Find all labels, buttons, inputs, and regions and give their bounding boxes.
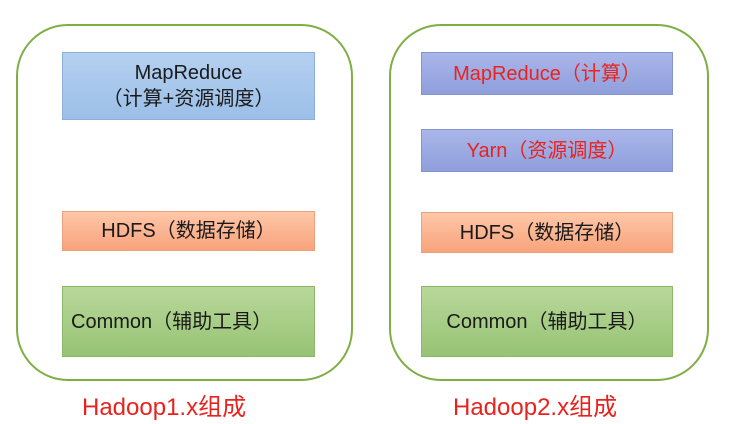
hadoop1-hdfs-label: HDFS（数据存储） bbox=[101, 220, 276, 242]
hadoop1-mapreduce-block: MapReduce （计算+资源调度） bbox=[62, 52, 315, 120]
hadoop1-caption: Hadoop1.x组成 bbox=[82, 394, 247, 421]
hadoop2-caption: Hadoop2.x组成 bbox=[453, 394, 618, 421]
hadoop1-common-label: Common（辅助工具） bbox=[71, 310, 273, 333]
hadoop2-hdfs-block: HDFS（数据存储） bbox=[421, 212, 673, 253]
hadoop1-common-block: Common（辅助工具） bbox=[62, 286, 315, 357]
hadoop2-yarn-block: Yarn（资源调度） bbox=[421, 129, 673, 172]
hadoop2-mapreduce-label: MapReduce（计算） bbox=[453, 62, 641, 85]
hadoop1-mapreduce-title: MapReduce bbox=[134, 62, 243, 84]
hadoop1-mapreduce-subtitle: （计算+资源调度） bbox=[102, 88, 275, 110]
hadoop2-yarn-label: Yarn（资源调度） bbox=[466, 139, 628, 162]
hadoop2-common-label: Common（辅助工具） bbox=[446, 310, 648, 333]
hadoop2-hdfs-label: HDFS（数据存储） bbox=[459, 221, 635, 244]
hadoop2-common-block: Common（辅助工具） bbox=[421, 286, 673, 357]
hadoop1-hdfs-block: HDFS（数据存储） bbox=[62, 211, 315, 251]
hadoop2-mapreduce-block: MapReduce（计算） bbox=[421, 52, 673, 95]
